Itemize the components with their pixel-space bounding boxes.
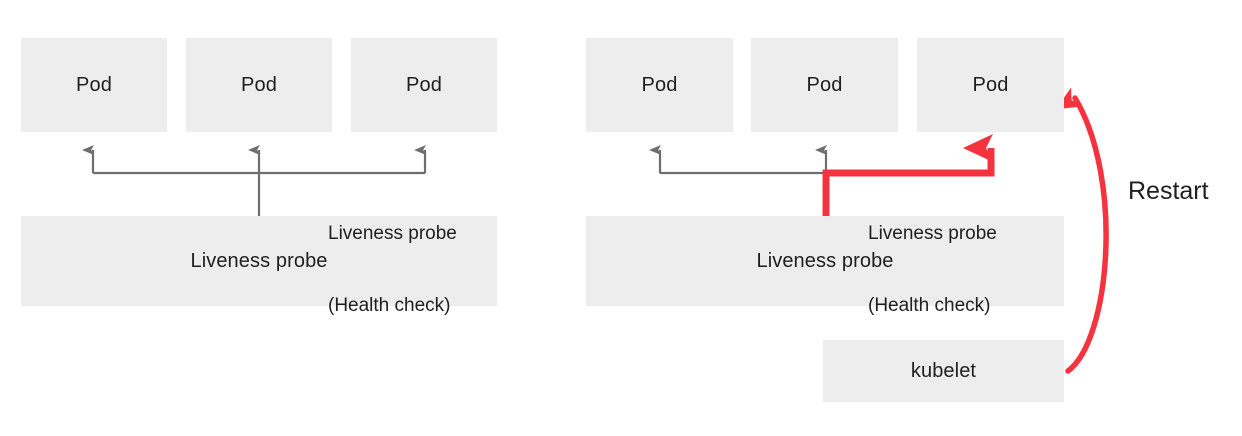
edge-label-line-1: Liveness probe <box>328 223 457 244</box>
pod-box-left-1[interactable]: Pod <box>21 38 167 132</box>
pod-box-right-1[interactable]: Pod <box>586 38 733 132</box>
restart-label: Restart <box>1128 177 1209 205</box>
liveness-probe-box-right[interactable]: Liveness probe <box>586 216 1064 306</box>
liveness-probe-edge-label-right: Liveness probe (Health check) <box>868 174 997 366</box>
pod-box-label: Pod <box>406 74 442 96</box>
pod-box-right-3-failing[interactable]: Pod <box>917 38 1064 132</box>
liveness-probe-edge-label-left: Liveness probe (Health check) <box>328 174 457 366</box>
edge-label-line-2: (Health check) <box>328 295 451 316</box>
pod-box-label: Pod <box>641 74 678 96</box>
left-probe-connectors <box>82 145 427 216</box>
pod-box-left-2[interactable]: Pod <box>186 38 332 132</box>
pod-box-label: Pod <box>76 74 112 96</box>
liveness-probe-box-label: Liveness probe <box>190 250 328 272</box>
failed-probe-path <box>822 134 995 216</box>
kubelet-box-label: kubelet <box>910 360 977 382</box>
right-probe-connectors <box>649 145 828 175</box>
liveness-probe-box-label: Liveness probe <box>756 250 894 272</box>
pod-box-left-3[interactable]: Pod <box>351 38 497 132</box>
edge-label-line-1: Liveness probe <box>868 223 997 244</box>
restart-arrow <box>1056 87 1109 374</box>
pod-box-label: Pod <box>241 74 277 96</box>
pod-box-label: Pod <box>806 74 843 96</box>
liveness-probe-box-left[interactable]: Liveness probe <box>21 216 497 306</box>
pod-box-right-2[interactable]: Pod <box>751 38 898 132</box>
edge-label-line-2: (Health check) <box>868 295 991 316</box>
kubelet-box[interactable]: kubelet <box>823 340 1064 402</box>
pod-box-label: Pod <box>972 74 1009 96</box>
